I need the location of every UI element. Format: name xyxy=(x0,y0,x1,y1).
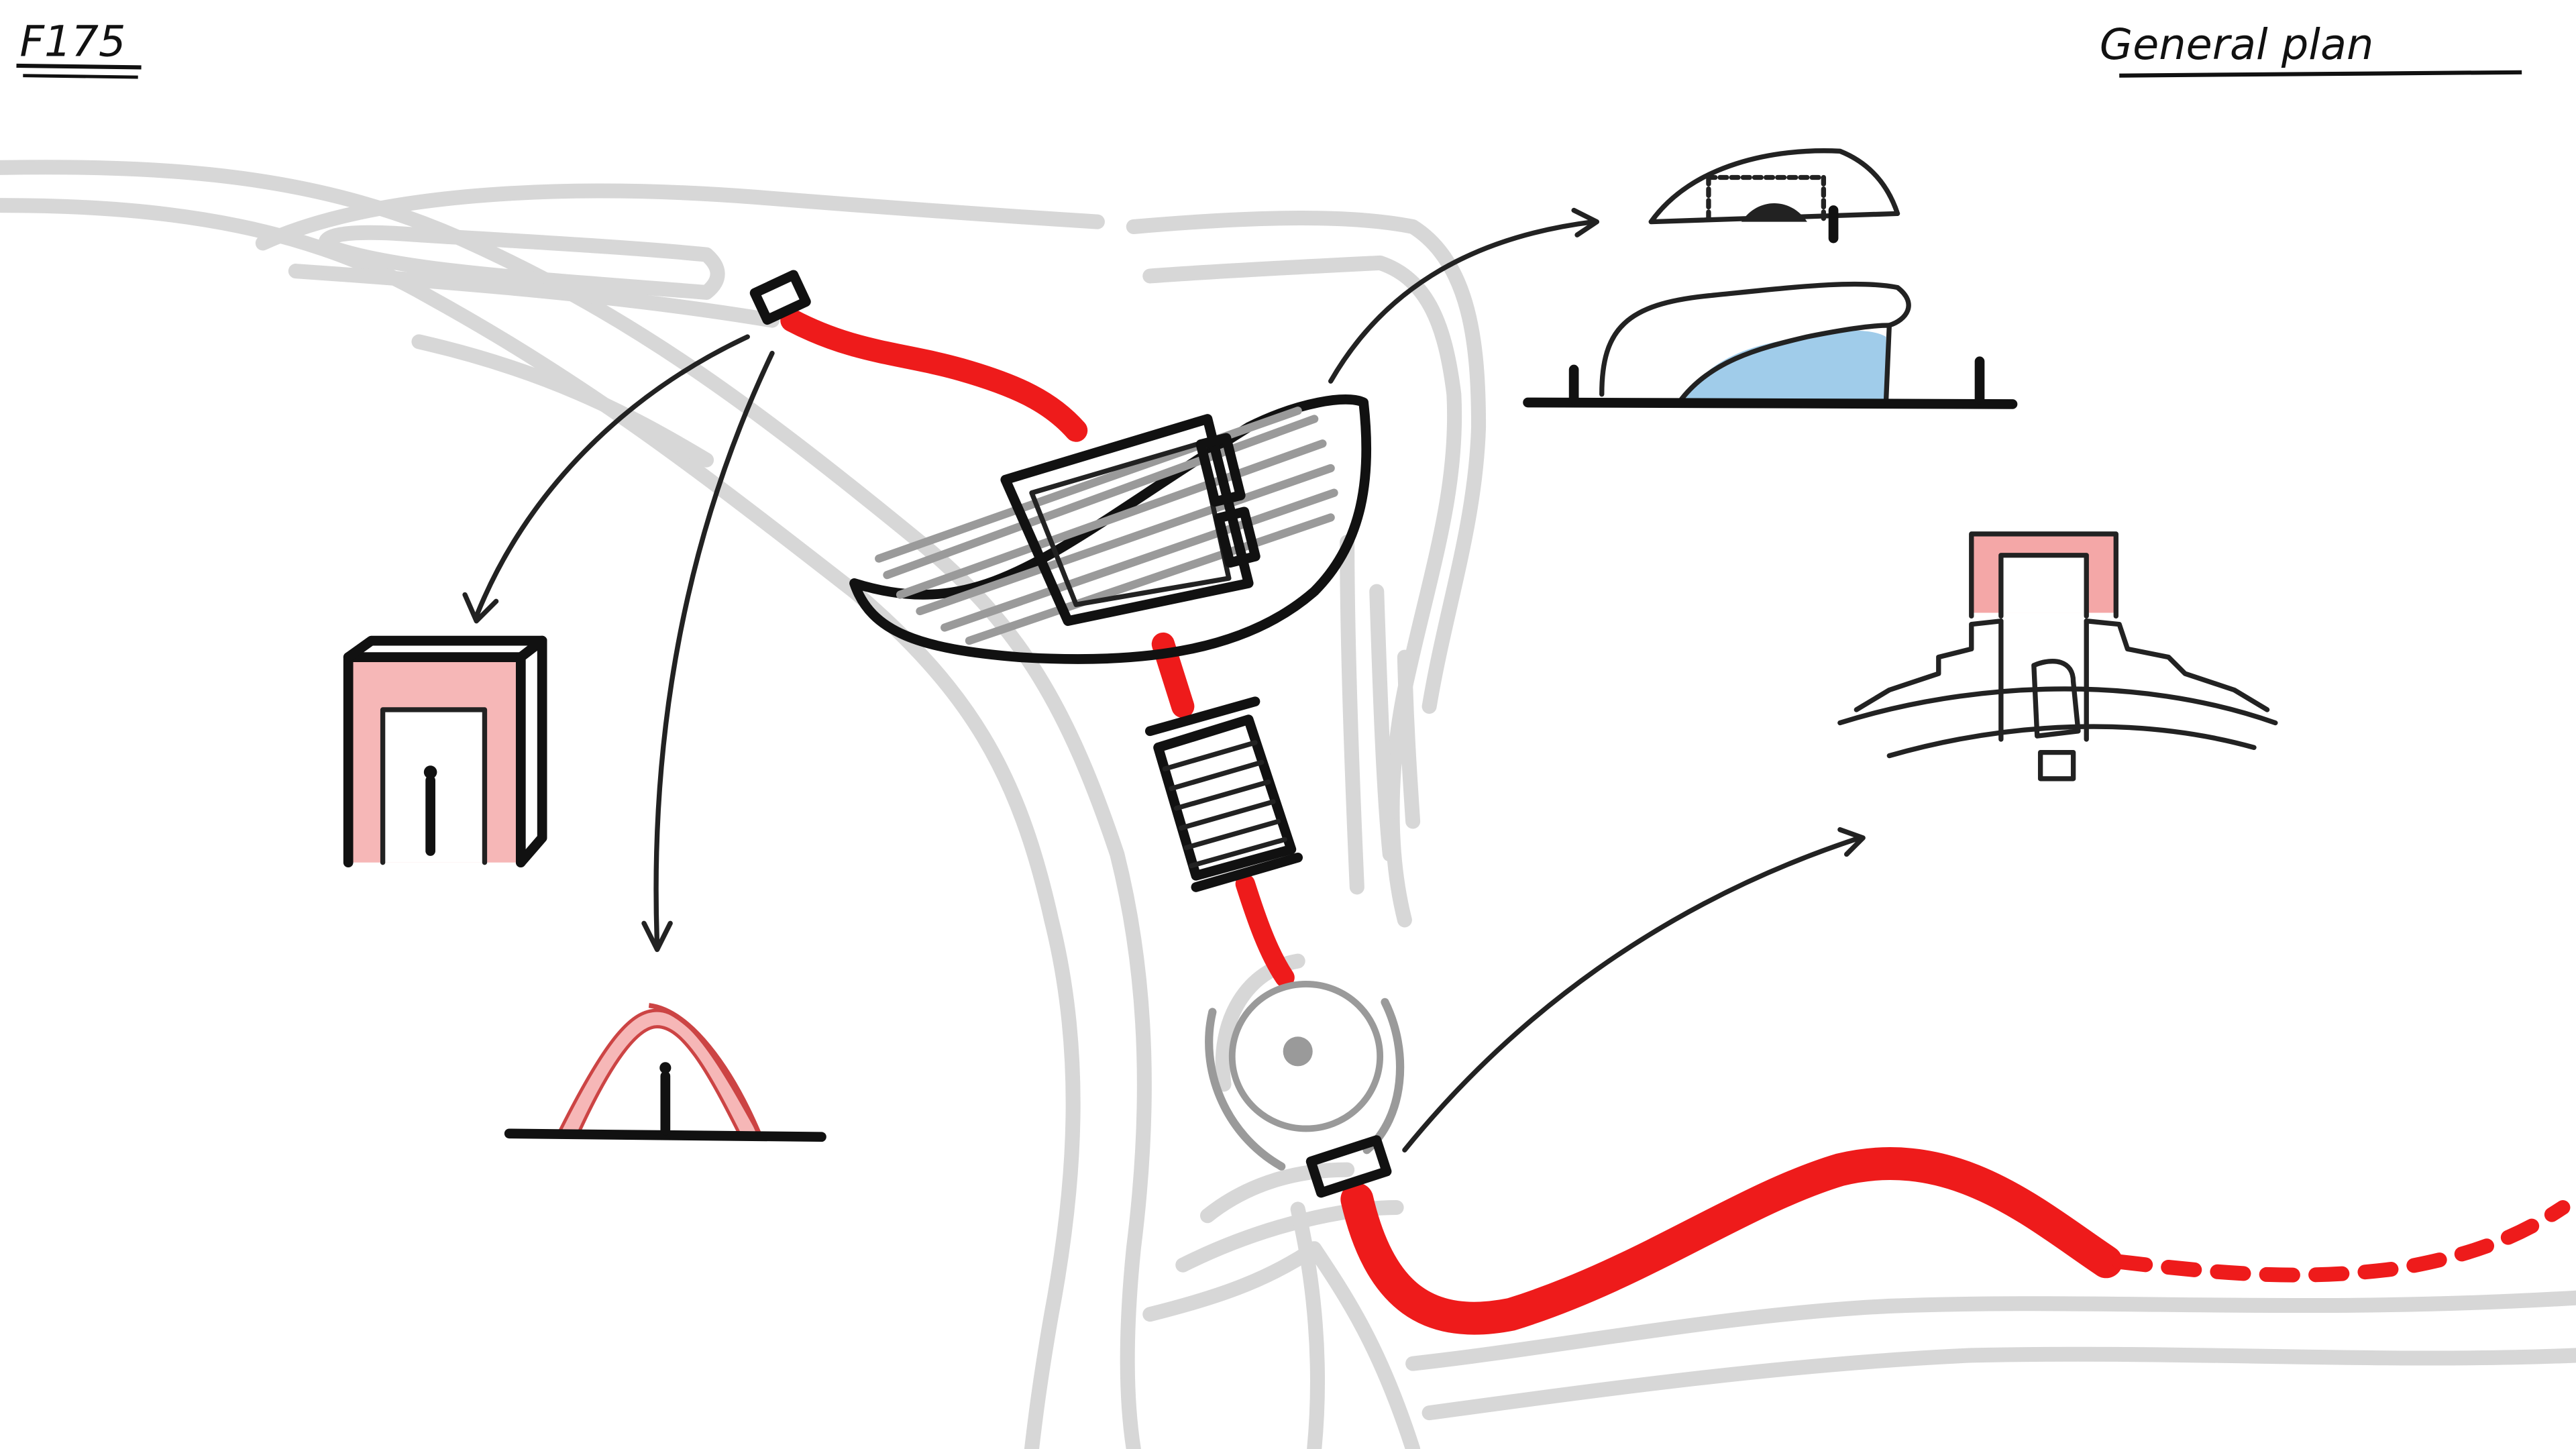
sheet-title: General plan xyxy=(2100,20,2522,78)
svg-text:General plan: General plan xyxy=(2100,20,2374,70)
sheet-code: F175 xyxy=(16,17,142,79)
terminal-building xyxy=(849,394,1372,664)
gateway-plan-sketch xyxy=(1837,531,2278,782)
roundabout xyxy=(1205,981,1405,1198)
canopy-sketch xyxy=(504,1003,826,1142)
svg-text:F175: F175 xyxy=(19,17,125,66)
terminal-section-sketch xyxy=(1523,148,2018,409)
red-route xyxy=(780,309,2571,1335)
gate-sketch xyxy=(343,635,547,868)
entry-pavilion xyxy=(749,270,811,325)
stair-bridge xyxy=(1144,696,1303,892)
road-network xyxy=(0,160,2576,1449)
arrow-icon xyxy=(462,207,1866,1152)
